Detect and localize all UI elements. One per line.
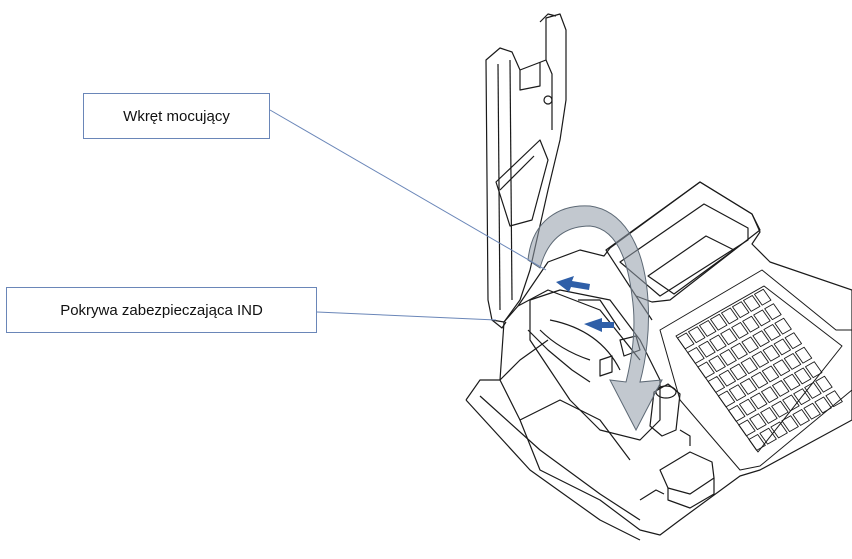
keyboard-key [805, 361, 823, 379]
keyboard-key [825, 390, 843, 408]
key-grid [677, 288, 843, 451]
keyboard-key [687, 347, 705, 364]
keyboard-key [730, 342, 748, 360]
keyboard-key [738, 419, 756, 437]
keyboard-key [688, 326, 706, 344]
curved-rotation-arrow-icon [527, 205, 663, 432]
keyboard-key [739, 398, 757, 416]
callout-screw-label: Wkręt mocujący [83, 93, 270, 139]
keyboard-key [770, 421, 788, 439]
keyboard-key [753, 309, 771, 327]
opened-lid [485, 13, 567, 329]
leader-line-cover [316, 311, 497, 321]
keyboard-key [697, 361, 715, 379]
keyboard-key [773, 338, 791, 356]
keyboard-key [763, 324, 781, 341]
keyboard-key [707, 376, 725, 393]
keyboard-key [728, 384, 747, 402]
keyboard-key [804, 382, 822, 399]
keyboard-key [720, 328, 738, 346]
keyboard-key [794, 346, 813, 364]
keyboard-key [783, 353, 802, 370]
keyboard-key [739, 378, 758, 395]
keyboard-key [749, 413, 767, 431]
keyboard-key [710, 313, 728, 331]
blue-direction-arrow-icon [556, 276, 614, 332]
keyboard-key [729, 363, 747, 381]
keyboard-key [814, 396, 832, 414]
keyboard-key [761, 386, 779, 404]
keyboard-key [793, 388, 811, 406]
keyboard-key [741, 336, 759, 354]
keyboard-key [743, 295, 761, 312]
keyboard-key [774, 317, 792, 335]
callout-cover-label: Pokrywa zabezpieczająca IND [6, 287, 317, 333]
keyboard-key [784, 332, 802, 350]
keyboard-key [708, 355, 726, 373]
keyboard-key [762, 344, 780, 362]
keyboard-key [752, 330, 770, 348]
leader-lines [269, 109, 547, 321]
keyboard-key [732, 301, 750, 319]
keyboard-key [721, 307, 739, 325]
keyboard-key [728, 405, 746, 422]
keyboard-key [731, 322, 749, 339]
leader-line-screw [269, 109, 547, 271]
keyboard-key [794, 367, 812, 385]
printer-mechanism [639, 383, 715, 509]
keyboard-key [771, 400, 789, 418]
keyboard-key [760, 407, 778, 424]
keyboard-key [709, 334, 727, 352]
keyboard-key [719, 349, 737, 366]
keyboard-key [717, 390, 736, 408]
keyboard-key [740, 357, 758, 375]
keyboard-key [792, 409, 810, 426]
keyboard-key [754, 288, 772, 306]
keyboard-key [748, 434, 766, 451]
keyboard-key [815, 375, 833, 393]
keyboard-key [750, 371, 769, 389]
keyboard-key [699, 320, 717, 337]
keyboard-key [718, 369, 736, 387]
keyboard-key [783, 373, 801, 391]
keyboard-key [782, 394, 800, 412]
keyboard-key [677, 332, 695, 350]
keyboard-key [764, 303, 782, 321]
keyboard-key [751, 351, 769, 368]
keyboard-key [742, 315, 760, 333]
keyboard-key [772, 359, 791, 377]
keyboard-key [750, 392, 768, 410]
keyboard-key [761, 365, 780, 383]
keyboard-key [781, 415, 799, 433]
keyboard-key [803, 402, 821, 420]
keyboard-key [698, 340, 716, 358]
keyboard-key [772, 380, 790, 397]
keyboard-key [759, 427, 777, 445]
